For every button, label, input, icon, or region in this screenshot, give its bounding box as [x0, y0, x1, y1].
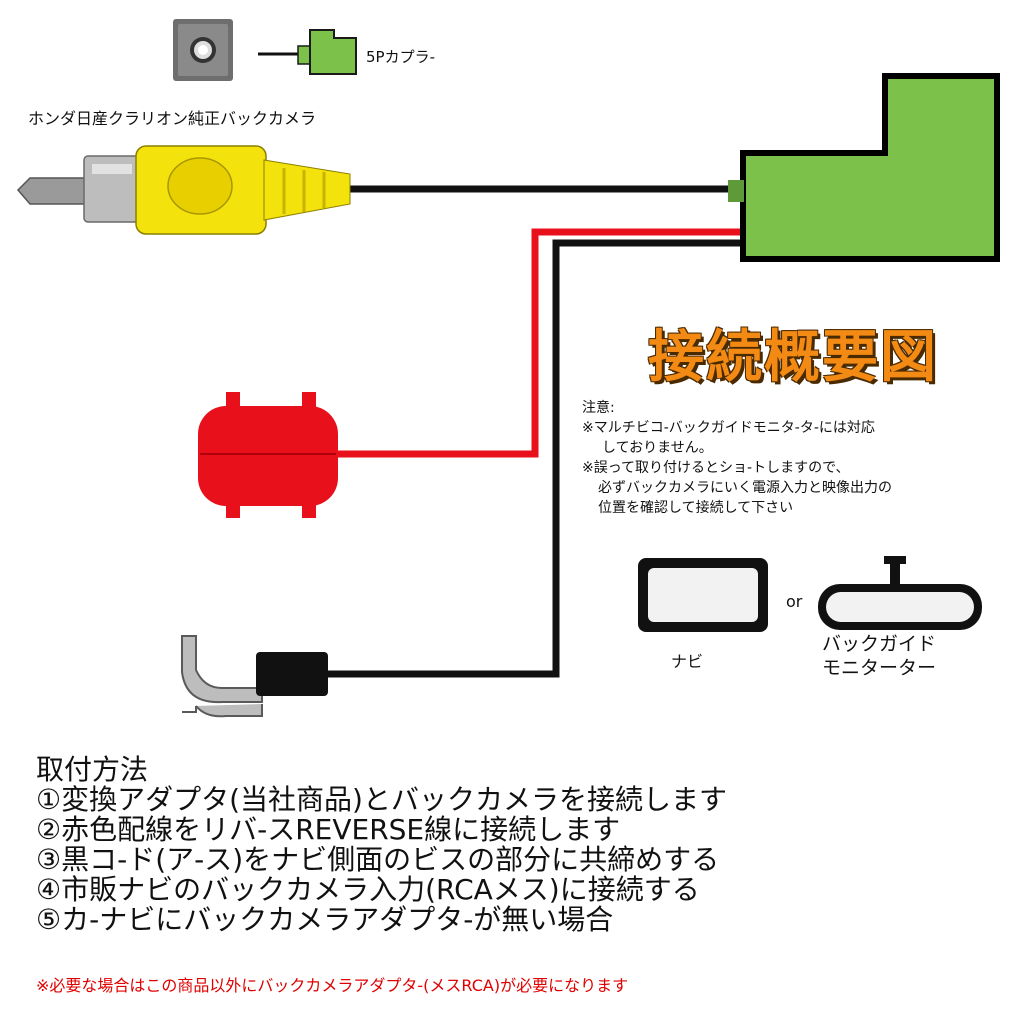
- connector-label: 5Pカプラ-: [366, 48, 436, 66]
- red-connector: [198, 392, 338, 518]
- install-heading: 取付方法: [36, 753, 149, 786]
- mirror-label-line-1: バックガイド: [822, 633, 937, 655]
- install-step-5: ⑤カ-ナビにバックカメラアダプタ-が無い場合: [36, 903, 614, 936]
- wire-black-ground: [325, 239, 748, 678]
- or-label: or: [786, 592, 803, 611]
- note-1-line-1: ※マルチビコ-バックガイドモニタ-タ-には対応: [582, 420, 875, 436]
- install-step-4: ④市販ナビのバックカメラ入力(RCAメス)に接続する: [36, 873, 700, 906]
- note-2-line-2: 必ずバックカメラにいく電源入力と映像出力の: [598, 480, 892, 496]
- installation-instructions: 取付方法 ①変換アダプタ(当社商品)とバックカメラを接続します ②赤色配線をリバ…: [36, 755, 727, 935]
- camera-icon: [173, 19, 233, 81]
- note-1-line-2: しておりません。: [602, 440, 713, 456]
- install-step-1: ①変換アダプタ(当社商品)とバックカメラを接続します: [36, 783, 727, 816]
- rca-plug: [16, 145, 351, 235]
- navi-label: ナビ: [671, 652, 704, 671]
- mirror-label: バックガイド モニターター: [822, 632, 936, 680]
- install-step-3: ③黒コ-ド(ア-ス)をナビ側面のビスの部分に共締めする: [36, 843, 720, 876]
- mirror-label-line-2: モニターター: [822, 657, 937, 679]
- connector-small-icon: [258, 29, 357, 75]
- camera-label: ホンダ日産クラリオン純正バックカメラ: [28, 109, 317, 128]
- ground-fork-terminal: [181, 635, 328, 718]
- diagram-title: 接続概要図: [648, 325, 938, 390]
- note-2-line-1: ※誤って取り付けるとショ-トしますので、: [582, 460, 850, 476]
- note-2-line-3: 位置を確認して接続して下さい: [598, 500, 794, 516]
- connector-5p: [728, 73, 1000, 262]
- install-step-2: ②赤色配線をリバ-スREVERSE線に接続します: [36, 813, 621, 846]
- navi-icon: [638, 558, 768, 632]
- wire-red: [218, 228, 748, 458]
- wires: [218, 185, 748, 678]
- caution-notes: 注意: ※マルチビコ-バックガイドモニタ-タ-には対応 しておりません。 ※誤っ…: [582, 398, 892, 518]
- footnote: ※必要な場合はこの商品以外にバックカメラアダプタ-(メスRCA)が必要になります: [36, 976, 629, 995]
- rear-view-mirror-icon: [818, 556, 982, 630]
- notes-header: 注意:: [582, 400, 615, 416]
